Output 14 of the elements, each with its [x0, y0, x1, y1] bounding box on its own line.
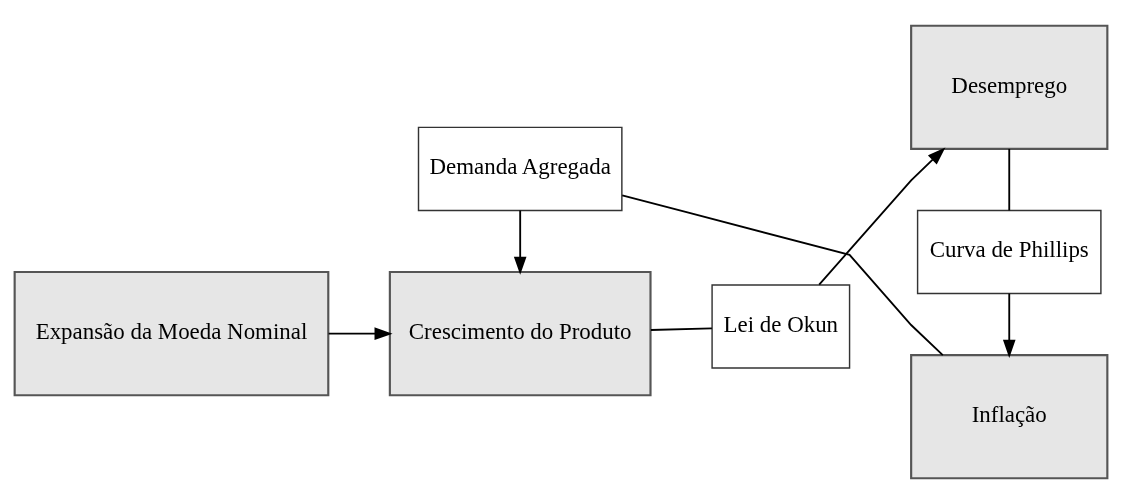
connector — [1008, 148, 1011, 212]
node-box: Desemprego — [910, 24, 1109, 150]
arrow — [327, 327, 393, 340]
node-box: Inflação — [910, 354, 1109, 480]
node-box: Curva de Phillips — [916, 209, 1102, 295]
arrow — [1002, 292, 1016, 358]
node-box: Lei de Okun — [711, 284, 851, 369]
node-box: Crescimento do Produto — [388, 270, 652, 397]
node-box: Demanda Agregada — [417, 126, 623, 212]
connector — [649, 327, 713, 331]
arrow — [513, 209, 527, 275]
connector — [621, 194, 944, 356]
node-box: Expansão da Moeda Nominal — [13, 270, 330, 397]
arrow — [818, 147, 946, 286]
